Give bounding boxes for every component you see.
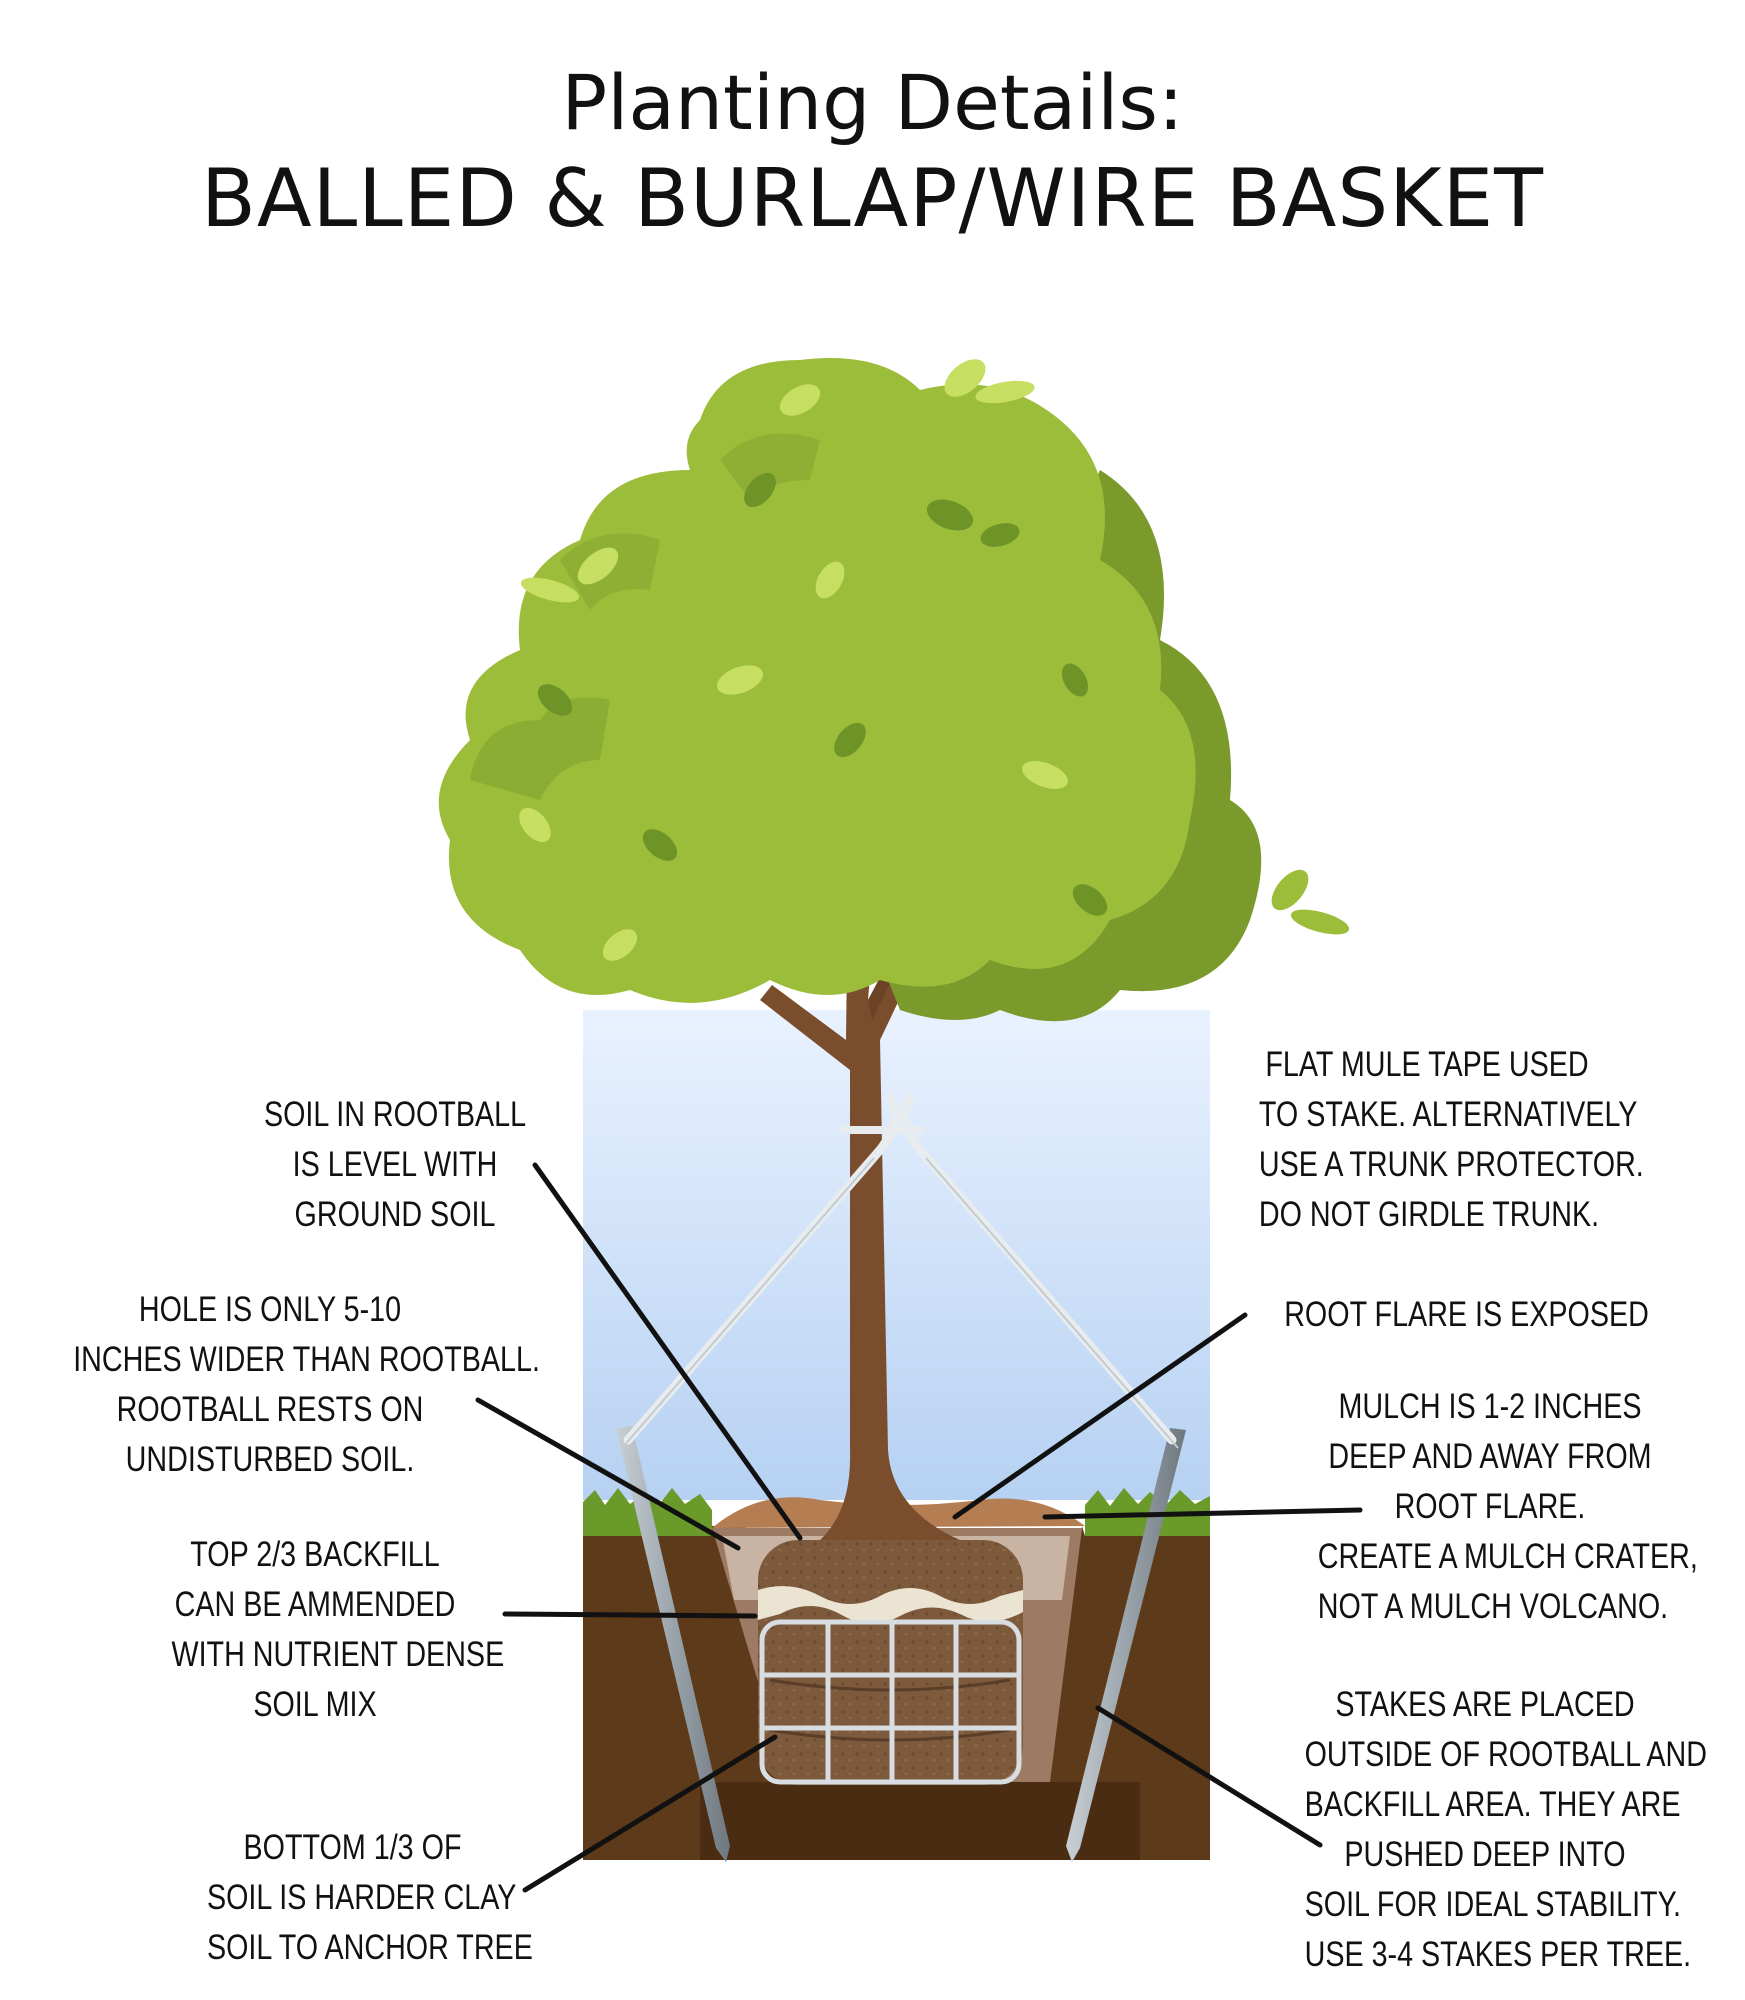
rootball <box>758 1540 1023 1785</box>
leader-hole-width <box>475 1397 741 1551</box>
label-mule-tape: FLAT MULE TAPE USED TO STAKE. ALTERNATIV… <box>1258 1045 1644 1234</box>
leader-lines <box>475 1162 1363 1893</box>
label-mulch: MULCH IS 1-2 INCHES DEEP AND AWAY FROM R… <box>1317 1387 1698 1626</box>
label-stakes: STAKES ARE PLACED OUTSIDE OF ROOTBALL AN… <box>1304 1685 1708 1974</box>
sky-background <box>583 1010 1210 1500</box>
leader-soil-in-rootball <box>532 1162 803 1541</box>
tree-canopy <box>438 358 1350 1022</box>
canopy-leaves <box>519 384 1108 961</box>
label-top-backfill: TOP 2/3 BACKFILL CAN BE AMMENDED WITH NU… <box>171 1535 505 1724</box>
leader-root-flare <box>952 1312 1248 1520</box>
leader-bottom-soil <box>522 1734 778 1893</box>
title-line-2: BALLED & BURLAP/WIRE BASKET <box>200 152 1544 245</box>
leader-stakes <box>1095 1705 1323 1848</box>
leader-top-backfill <box>502 1611 758 1619</box>
title-line-1: Planting Details: <box>561 58 1184 147</box>
label-root-flare: ROOT FLARE IS EXPOSED <box>1284 1295 1649 1334</box>
stake-left <box>616 1426 730 1862</box>
sprout-leaves <box>520 359 1350 935</box>
leader-mulch <box>1042 1507 1363 1520</box>
label-soil-in-rootball: SOIL IN ROOTBALL IS LEVEL WITH GROUND SO… <box>263 1095 527 1234</box>
stake-right <box>1066 1428 1186 1862</box>
label-hole-width: HOLE IS ONLY 5-10 INCHES WIDER THAN ROOT… <box>73 1290 540 1479</box>
mule-tape <box>623 1093 1177 1445</box>
label-bottom-soil: BOTTOM 1/3 OF SOIL IS HARDER CLAY SOIL T… <box>206 1828 533 1967</box>
